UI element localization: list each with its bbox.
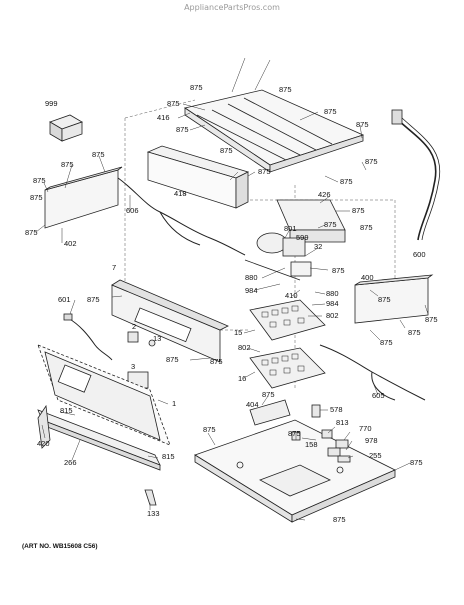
callout-875: 875 xyxy=(203,425,216,434)
callout-606: 606 xyxy=(126,206,139,215)
callout-2: 2 xyxy=(132,322,137,331)
callout-426: 426 xyxy=(318,190,331,199)
callout-875: 875 xyxy=(92,150,105,159)
callout-15: 15 xyxy=(234,328,243,337)
callout-420: 420 xyxy=(37,439,50,448)
base-pan xyxy=(194,419,396,523)
callout-875: 875 xyxy=(258,167,271,176)
bottom-trim xyxy=(37,404,161,471)
callout-978: 978 xyxy=(365,436,378,445)
callout-578: 578 xyxy=(330,405,343,414)
callout-815: 815 xyxy=(60,406,73,415)
callout-875: 875 xyxy=(25,228,38,237)
callout-815: 815 xyxy=(162,452,175,461)
callout-875: 875 xyxy=(425,315,438,324)
callout-16: 16 xyxy=(238,374,247,383)
callout-875: 875 xyxy=(360,223,373,232)
trim-strip xyxy=(146,145,250,209)
callout-605: 605 xyxy=(372,391,385,400)
water-hose xyxy=(391,109,441,241)
callout-875: 875 xyxy=(262,390,275,399)
callout-255: 255 xyxy=(369,451,382,460)
callout-875: 875 xyxy=(176,125,189,134)
callout-7: 7 xyxy=(112,263,117,272)
callout-402: 402 xyxy=(64,239,77,248)
callout-875: 875 xyxy=(61,160,74,169)
callout-875: 875 xyxy=(340,177,353,186)
callout-418: 418 xyxy=(174,189,187,198)
callout-880: 880 xyxy=(245,273,258,282)
callout-266: 266 xyxy=(64,458,77,467)
callout-802: 802 xyxy=(238,343,251,352)
callout-801: 801 xyxy=(284,224,297,233)
callout-875: 875 xyxy=(30,193,43,202)
callout-875: 875 xyxy=(167,99,180,108)
callout-875: 875 xyxy=(333,515,346,524)
left-side-panel xyxy=(44,166,123,229)
callout-32: 32 xyxy=(314,242,323,251)
callout-875: 875 xyxy=(332,266,345,275)
callout-875: 875 xyxy=(324,107,337,116)
watermark: AppliancePartsPros.com xyxy=(184,3,280,12)
art-number: (ART NO. WB15608 C56) xyxy=(22,543,98,550)
callout-875: 875 xyxy=(220,146,233,155)
callout-875: 875 xyxy=(352,206,365,215)
callout-875: 875 xyxy=(410,458,423,467)
callout-601: 601 xyxy=(58,295,71,304)
callout-875: 875 xyxy=(288,429,301,438)
callout-1: 1 xyxy=(172,399,177,408)
callout-999: 999 xyxy=(45,99,58,108)
callout-984: 984 xyxy=(326,299,339,308)
callout-813: 813 xyxy=(336,418,349,427)
callout-158: 158 xyxy=(305,440,318,449)
callout-875: 875 xyxy=(190,83,203,92)
callout-600: 600 xyxy=(413,250,426,259)
control-board-lower xyxy=(249,347,326,389)
callout-875: 875 xyxy=(166,355,179,364)
control-panel-frame xyxy=(111,279,229,363)
top-cover-panel xyxy=(184,89,365,173)
callout-599: 599 xyxy=(296,233,309,242)
callout-875: 875 xyxy=(87,295,100,304)
callout-404: 404 xyxy=(246,400,259,409)
callout-875: 875 xyxy=(33,176,46,185)
callout-875: 875 xyxy=(378,295,391,304)
kit-box xyxy=(49,114,83,142)
cooling-fan-assembly xyxy=(244,232,312,281)
glass-panel-assembly xyxy=(37,344,171,446)
callout-875: 875 xyxy=(279,85,292,94)
callout-400: 400 xyxy=(361,273,374,282)
callout-875: 875 xyxy=(380,338,393,347)
callout-875: 875 xyxy=(356,120,369,129)
callout-880: 880 xyxy=(326,289,339,298)
callout-875: 875 xyxy=(210,357,223,366)
callout-3: 3 xyxy=(131,362,136,371)
control-board-upper xyxy=(249,299,326,341)
callout-13: 13 xyxy=(153,334,162,343)
callout-875: 875 xyxy=(324,220,337,229)
callout-133: 133 xyxy=(147,509,160,518)
callout-770: 770 xyxy=(359,424,372,433)
callout-984: 984 xyxy=(245,286,258,295)
callout-875: 875 xyxy=(365,157,378,166)
callout-410: 410 xyxy=(285,291,298,300)
callout-875: 875 xyxy=(408,328,421,337)
right-side-panel xyxy=(354,274,434,324)
callout-416: 416 xyxy=(157,113,170,122)
callout-802: 802 xyxy=(326,311,339,320)
